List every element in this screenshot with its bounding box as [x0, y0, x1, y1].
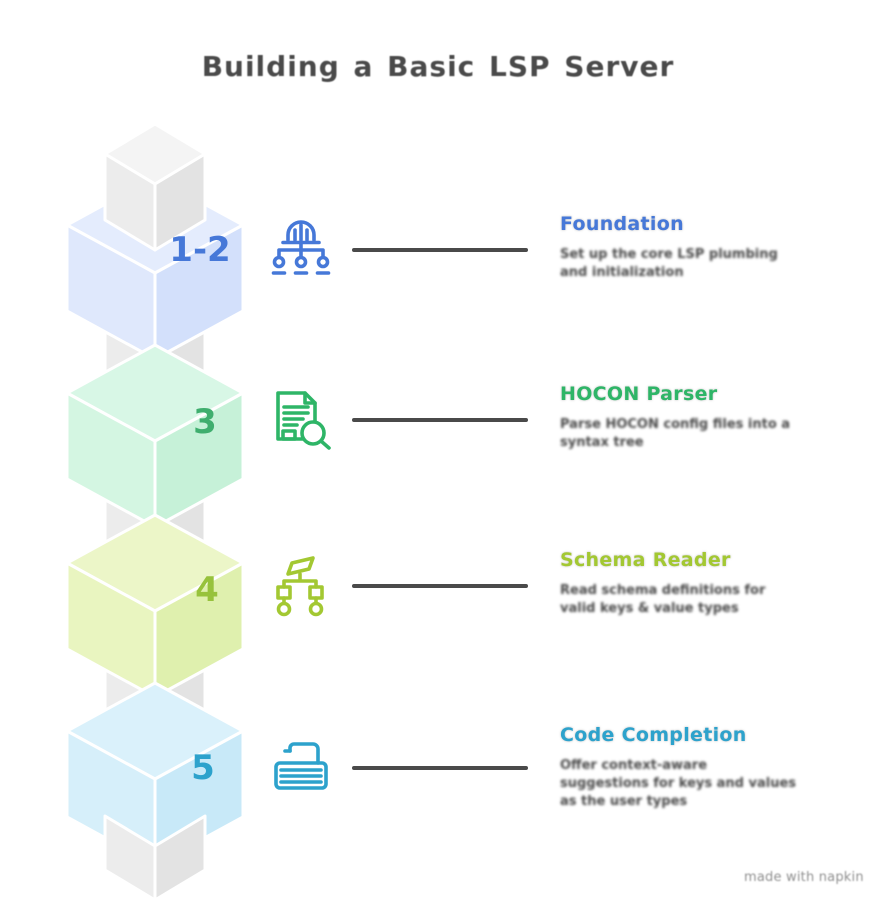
schema-tree-icon [268, 553, 334, 619]
section-body: Offer context-aware suggestions for keys… [560, 758, 797, 809]
section-hocon-parser: HOCON Parser Parse HOCON config files in… [268, 383, 808, 487]
connector-line [352, 418, 528, 422]
block-number-4: 4 [195, 570, 219, 610]
watermark: made with napkin [744, 870, 864, 885]
dome-hierarchy-icon [268, 217, 334, 283]
section-heading: Code Completion [560, 724, 747, 746]
page-title: Building a Basic LSP Server [201, 50, 675, 83]
section-heading: Foundation [560, 213, 684, 235]
block-number-5: 5 [191, 748, 215, 788]
section-heading: HOCON Parser [560, 383, 718, 405]
block-number-1-2: 1-2 [169, 230, 231, 270]
section-body: Read schema definitions for valid keys &… [560, 583, 766, 616]
document-search-icon [268, 387, 334, 453]
connector-line [352, 766, 528, 770]
section-code-completion: Code Completion Offer context-aware sugg… [268, 724, 808, 845]
section-schema-reader: Schema Reader Read schema definitions fo… [268, 549, 808, 653]
block-tower-graphic [65, 122, 245, 902]
connector-line [352, 248, 528, 252]
connector-line [352, 584, 528, 588]
section-body: Parse HOCON config files into a syntax t… [560, 417, 791, 450]
keyboard-icon [268, 735, 334, 801]
block-number-3: 3 [193, 402, 217, 442]
section-body: Set up the core LSP plumbing and initial… [560, 247, 778, 280]
section-heading: Schema Reader [560, 549, 731, 571]
section-foundation: Foundation Set up the core LSP plumbing … [268, 213, 808, 317]
